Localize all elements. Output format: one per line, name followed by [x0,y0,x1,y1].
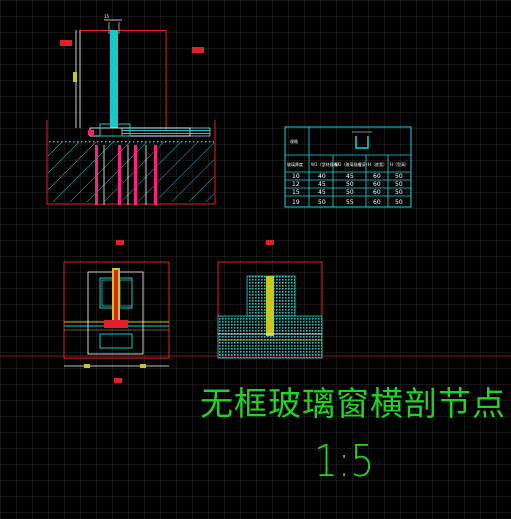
profile-detail-left[interactable] [63,240,170,383]
table-cell: 50 [395,189,403,196]
table-cell: 60 [373,173,381,180]
drawing-title: 无框玻璃窗横剖节点 [200,384,506,423]
table-col-header-0: 玻璃厚度 [287,161,303,167]
table-cell: 50 [346,181,354,188]
top-dimension-label: 15 [104,14,110,19]
table-cell: 19 [292,199,300,206]
table-cell: 45 [318,181,326,188]
table-cell: 60 [373,181,381,188]
spec-table[interactable]: 规格 玻璃厚度 W1（型材规格） W2（玻璃插槽深） H（底宽） H（型高） 1… [284,126,412,208]
table-col-header-4: H（型高） [390,161,409,167]
drawing-scale: 1:5 [314,436,375,487]
table-col-header-3: H（底宽） [368,161,387,167]
table-cell: 50 [395,173,403,180]
table-header-left: 规格 [290,138,298,144]
table-col-header-2: W2（玻璃插槽深） [335,161,370,167]
table-cell: 50 [346,189,354,196]
table-cell: 55 [346,199,354,206]
table-cell: 45 [318,189,326,196]
table-cell: 60 [373,199,381,206]
table-col-header-1: W1（型材规格） [311,161,342,167]
table-cell: 10 [292,173,300,180]
table-cell: 50 [318,199,326,206]
profile-detail-right[interactable] [217,240,323,359]
main-section-detail[interactable]: 15 [46,14,216,205]
table-cell: 50 [395,181,403,188]
table-cell: 12 [292,181,300,188]
table-cell: 45 [346,173,354,180]
table-cell: 15 [292,189,300,196]
table-cell: 40 [318,173,326,180]
table-cell: 50 [395,199,403,206]
profile-diagram-icon [355,136,369,149]
table-cell: 60 [373,189,381,196]
